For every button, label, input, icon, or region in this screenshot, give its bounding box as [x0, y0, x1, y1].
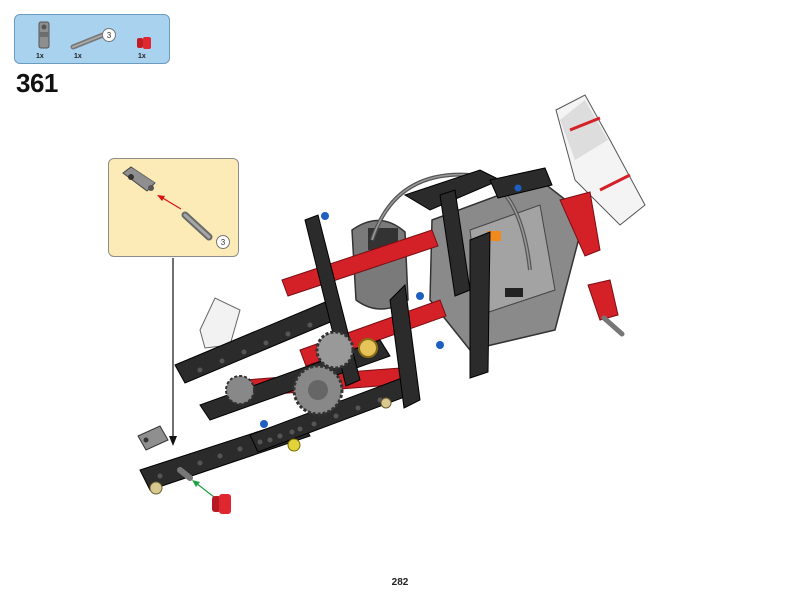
insert-arrow [195, 482, 215, 498]
pins [149, 184, 522, 495]
step-number: 361 [16, 68, 58, 98]
part-quantity: 1x [74, 53, 82, 60]
bush-icon [212, 494, 231, 514]
white-panel-right [555, 94, 646, 226]
connector-peg-icon [137, 425, 169, 451]
page-number: 282 [391, 577, 409, 588]
callout-illustration [122, 166, 213, 241]
insert-arrow [160, 196, 182, 210]
connector-peg-icon [122, 166, 159, 192]
bush-icon [137, 37, 151, 49]
axle-icon [177, 467, 193, 481]
part-quantity: 1x [36, 53, 44, 60]
white-panel-left [199, 297, 241, 349]
parts-list-panel: 1x 3 1x 1x [14, 14, 170, 64]
connector-peg-icon [38, 21, 50, 49]
subassembly-callout: 3 [108, 158, 239, 257]
axle-icon [181, 211, 213, 241]
axle-icon [70, 32, 106, 50]
axle-length-badge: 3 [102, 28, 116, 42]
axle-length-badge: 3 [216, 235, 230, 249]
ev3-brick [429, 179, 586, 351]
gear-assembly [225, 330, 378, 416]
part-quantity: 1x [138, 53, 146, 60]
